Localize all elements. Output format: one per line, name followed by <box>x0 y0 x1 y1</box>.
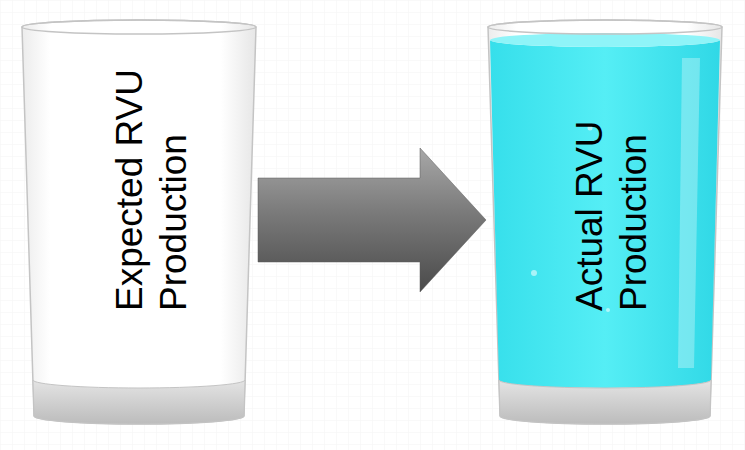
glass-label: Expected RVU Production <box>108 61 195 311</box>
water-surface <box>490 33 720 47</box>
glass-highlight <box>678 58 700 368</box>
glass-node: Expected RVU Production <box>20 18 258 432</box>
glass-base <box>499 380 711 424</box>
glass-base <box>33 380 245 424</box>
glass-rim <box>488 20 722 34</box>
water-fill <box>490 40 720 388</box>
block-arrow-group <box>258 148 486 292</box>
glass-node: Actual RVU Production <box>486 18 724 432</box>
glass-label: Actual RVU Production <box>568 61 655 311</box>
glass-rim <box>22 20 256 34</box>
water-bubble <box>531 270 537 276</box>
glass-body <box>488 20 722 424</box>
glass-body <box>22 20 256 424</box>
block-arrow <box>258 148 486 292</box>
